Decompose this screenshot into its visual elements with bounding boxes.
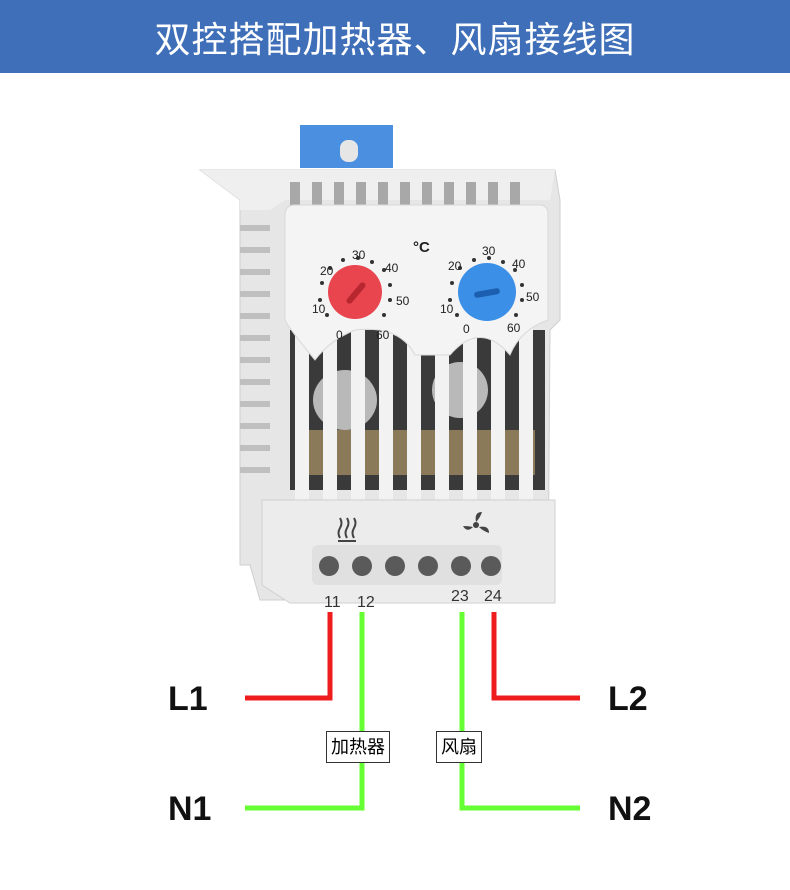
l2-wire <box>491 612 580 701</box>
heat-scale-40: 40 <box>385 261 399 275</box>
heat-scale-0: 0 <box>336 328 343 342</box>
celsius-unit: °C <box>413 239 430 256</box>
label-l2: L2 <box>608 680 648 718</box>
fan-scale-40: 40 <box>512 257 526 271</box>
label-l1: L1 <box>168 680 208 718</box>
heat-scale-30: 30 <box>352 248 366 262</box>
l1-wire <box>245 612 333 701</box>
fan-icon <box>463 512 489 533</box>
fan-scale-30: 30 <box>482 244 496 258</box>
terminal-23: 23 <box>451 588 469 605</box>
heater-label: 加热器 <box>326 731 390 763</box>
heat-scale-10: 10 <box>312 302 326 316</box>
page-title-banner: 双控搭配加热器、风扇接线图 <box>0 0 790 73</box>
heat-scale-20: 20 <box>320 264 334 278</box>
fan-scale-50: 50 <box>526 290 540 304</box>
terminal-11: 11 <box>324 594 341 611</box>
heat-scale-60: 60 <box>376 328 390 342</box>
heat-icon <box>337 517 357 539</box>
heat-scale-50: 50 <box>396 294 410 308</box>
fan-scale-60: 60 <box>507 321 521 335</box>
page-title: 双控搭配加热器、风扇接线图 <box>154 18 636 60</box>
fan-label: 风扇 <box>436 731 482 763</box>
label-n2: N2 <box>608 790 652 828</box>
fan-scale-20: 20 <box>448 259 462 273</box>
fan-scale-10: 10 <box>440 302 454 316</box>
fan-scale-0: 0 <box>463 322 470 336</box>
terminal-12: 12 <box>357 594 375 611</box>
terminal-24: 24 <box>484 588 502 605</box>
n1-wire <box>245 612 365 811</box>
n2-wire <box>459 612 580 811</box>
thermostat-device-illustration: 0 10 20 30 40 50 60 0 10 20 30 40 50 60 … <box>198 125 580 811</box>
label-n1: N1 <box>168 790 212 828</box>
